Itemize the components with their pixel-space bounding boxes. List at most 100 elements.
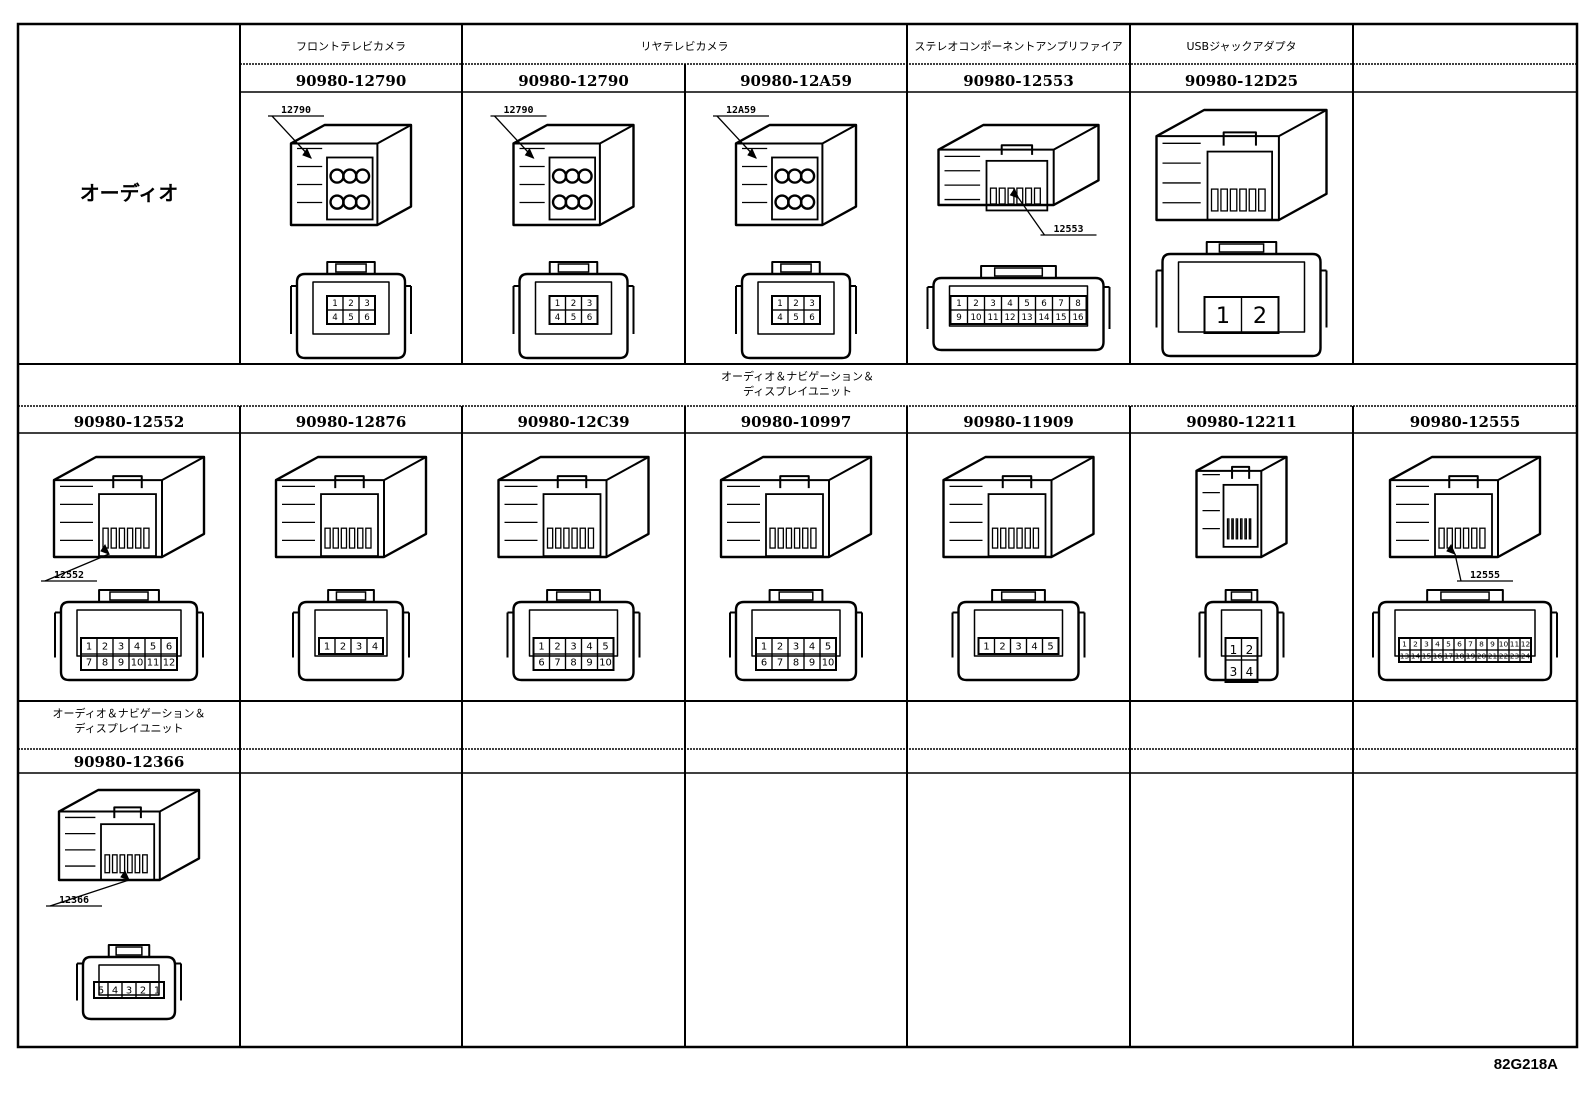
callout-leader (494, 115, 534, 159)
callout-leader (271, 115, 312, 159)
body-cavity (793, 527, 801, 549)
body-cavity (802, 527, 809, 549)
pin-number: 3 (118, 642, 124, 653)
pin-number: 3 (364, 299, 370, 309)
face-latch-slot (1218, 243, 1265, 253)
pin-number: 10 (599, 658, 612, 669)
callout-arrowhead (747, 147, 757, 159)
body-cavity (564, 168, 581, 184)
group-label-line: オーディオ＆ナビゲーション＆ (52, 706, 205, 720)
body-cavity (785, 527, 793, 549)
pin-number: 3 (1230, 665, 1238, 679)
body-cavity (119, 854, 126, 874)
body-cavity (1032, 527, 1040, 549)
pin-number: 13 (1400, 652, 1410, 661)
pin-number: 22 (1499, 652, 1508, 661)
face-latch-slot (335, 591, 367, 601)
body-cavity (348, 527, 356, 549)
body-cavity (135, 527, 142, 549)
body-outline (942, 455, 1095, 559)
pin-number: 1 (538, 642, 544, 653)
pin-number: 2 (348, 299, 354, 309)
body-cavity (111, 854, 118, 874)
callout-arrowhead (1446, 543, 1456, 555)
body-lock (1448, 475, 1479, 489)
body-outline (512, 123, 635, 227)
body-cavity (1235, 518, 1239, 540)
face-outline (1204, 600, 1279, 682)
pin-cell (803, 309, 821, 325)
pin-number: 2 (973, 299, 979, 309)
body-lock (556, 475, 588, 489)
body-cavity (564, 194, 581, 210)
body-lock (779, 475, 810, 489)
body-cavity (357, 527, 364, 549)
callout-arrowhead (120, 869, 130, 881)
body-lock (1231, 465, 1251, 479)
body-outline (937, 123, 1100, 207)
pin-cell (1240, 296, 1280, 334)
body-lock (1001, 475, 1033, 489)
face-side-rails (506, 611, 641, 658)
pin-number: 13 (1021, 313, 1032, 323)
pin-number: 2 (1413, 640, 1418, 649)
body-outline (1388, 455, 1542, 559)
pin-number: 4 (1031, 642, 1037, 653)
pin-number: 7 (1058, 299, 1064, 309)
callout-label: 12790 (503, 105, 533, 116)
pin-number: 3 (793, 642, 799, 653)
pin-number: 1 (777, 299, 783, 309)
part-number: 90980-12C39 (517, 413, 629, 431)
row-audio: オーディオフロントテレビカメラリヤテレビカメラステレオコンポーネントアンプリファ… (80, 39, 1328, 360)
body-cavity (1033, 187, 1041, 205)
pin-number: 2 (554, 642, 560, 653)
body-cavity (1462, 527, 1470, 549)
callout: 12790 (268, 105, 324, 159)
pin-number: 23 (1510, 652, 1520, 661)
body-front-face (771, 156, 819, 221)
pin-cell (1240, 659, 1259, 683)
pin-number: 5 (602, 642, 608, 653)
pin-number: 20 (1477, 652, 1487, 661)
pin-cell (1041, 637, 1060, 655)
face-latch-slot (1000, 591, 1037, 601)
body-outline (57, 788, 201, 882)
pin-number: 7 (777, 658, 783, 669)
body-outline (497, 455, 650, 559)
pin-cell (580, 309, 599, 325)
group-label-audio: オーディオ (80, 181, 179, 205)
callout-leader (1454, 553, 1462, 582)
connector-body (719, 455, 873, 559)
callout: 12A59 (713, 105, 769, 159)
pin-number: 2 (793, 299, 799, 309)
body-cavity (799, 194, 816, 210)
face-side-rails (1198, 611, 1285, 658)
pin-number: 7 (86, 658, 92, 669)
connector-face (1155, 241, 1328, 358)
pin-number: 18 (1455, 652, 1465, 661)
face-latch (771, 261, 821, 274)
body-cavity (1231, 518, 1234, 540)
face-outline (932, 276, 1105, 352)
face-side-rails (926, 286, 1111, 329)
body-cavity (354, 168, 371, 184)
body-cavity (577, 194, 593, 210)
pin-cell (366, 637, 384, 655)
body-cavity (332, 527, 339, 549)
pin-number: 5 (1047, 642, 1053, 653)
connector-body (512, 123, 635, 227)
row-audio-navigation-display: オーディオ＆ナビゲーション＆ディスプレイユニット90980-1255212552… (41, 369, 1558, 683)
body-cavity (810, 527, 817, 549)
part-number: 90980-12D25 (1185, 72, 1298, 90)
face-latch (768, 589, 824, 602)
pin-number: 10 (131, 658, 144, 669)
body-cavity (555, 527, 562, 549)
pin-number: 8 (1075, 299, 1081, 309)
body-cavity (118, 527, 126, 549)
